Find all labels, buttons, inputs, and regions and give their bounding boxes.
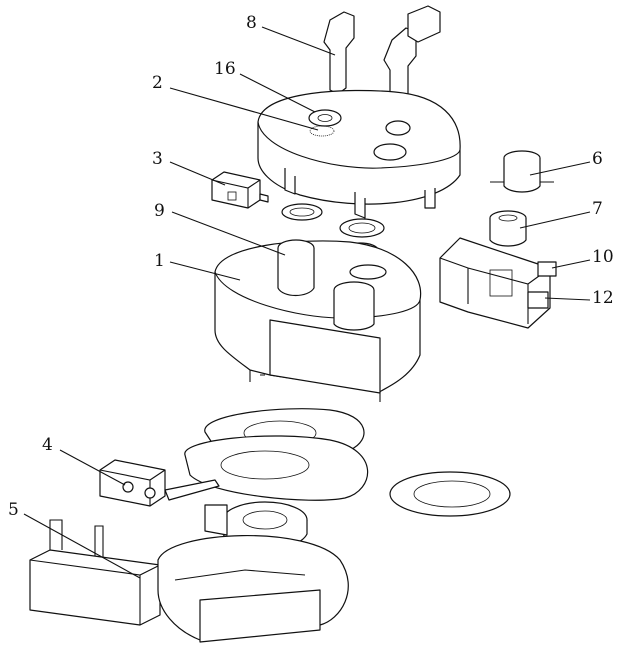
label-5: 5	[8, 500, 19, 520]
label-8: 8	[246, 13, 257, 33]
label-10: 10	[592, 247, 614, 267]
label-1: 1	[154, 251, 165, 271]
part-3-connector-block	[212, 172, 268, 208]
discs	[185, 409, 510, 516]
part-10-12-bracket	[440, 238, 556, 328]
label-12: 12	[592, 288, 614, 308]
label-2: 2	[152, 73, 163, 93]
label-3: 3	[152, 149, 163, 169]
part-7-gear	[490, 211, 526, 246]
label-6: 6	[592, 149, 603, 169]
label-7: 7	[592, 199, 603, 219]
label-16: 16	[214, 59, 236, 79]
part-2-top-cover	[258, 90, 460, 218]
label-4: 4	[42, 435, 53, 455]
part-1-base-housing	[215, 240, 421, 402]
label-9: 9	[154, 201, 165, 221]
